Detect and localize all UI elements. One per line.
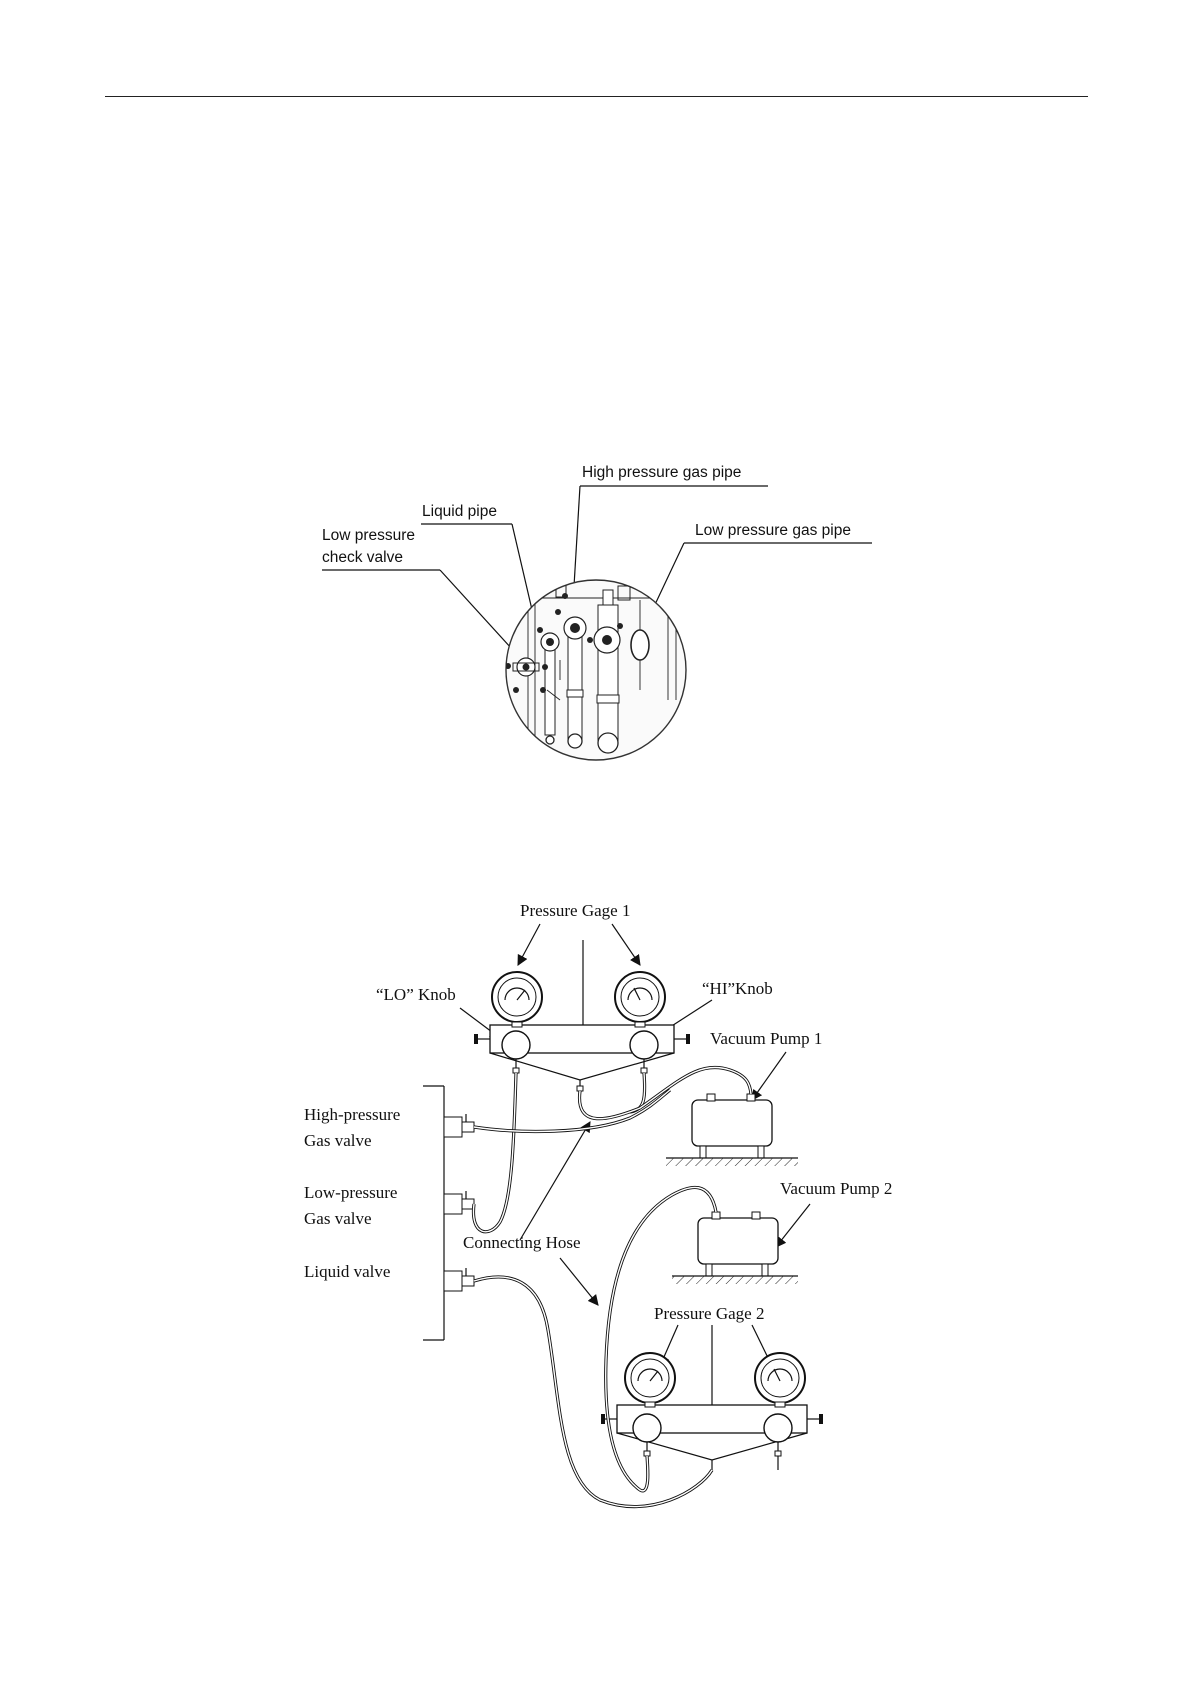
valve-detail-figure: High pressure gas pipe Liquid pipe Low p… xyxy=(322,464,872,770)
hi-knob-label: “HI”Knob xyxy=(702,979,773,998)
low-pressure-check-valve-label-line1: Low pressure xyxy=(322,527,415,544)
high-pressure-gas-valve-label-line1: High-pressure xyxy=(304,1105,400,1124)
pressure-gage-2-label: Pressure Gage 2 xyxy=(654,1304,764,1323)
manifold-gauge-set-2 xyxy=(601,1325,823,1470)
vacuum-pump-2 xyxy=(672,1212,798,1284)
vacuum-pump-1-label: Vacuum Pump 1 xyxy=(710,1029,822,1048)
vacuum-pump-2-label: Vacuum Pump 2 xyxy=(780,1179,892,1198)
low-pressure-gas-valve-label-line2: Gas valve xyxy=(304,1209,372,1228)
high-pressure-gas-valve-label-line2: Gas valve xyxy=(304,1131,372,1150)
vacuum-pump-1 xyxy=(666,1094,798,1166)
service-valves xyxy=(444,1114,474,1291)
manifold-gauge-set-1 xyxy=(474,940,690,1091)
valve-detail-circle xyxy=(495,580,700,770)
low-pressure-check-valve-label-line2: check valve xyxy=(322,549,403,566)
vacuum-connection-figure: Pressure Gage 1 “LO” Knob “HI”Knob Vacuu… xyxy=(304,901,892,1507)
low-pressure-gas-valve-label-line1: Low-pressure xyxy=(304,1183,397,1202)
lo-knob-label: “LO” Knob xyxy=(376,985,456,1004)
low-pressure-gas-pipe-label: Low pressure gas pipe xyxy=(695,522,851,539)
outdoor-unit-panel xyxy=(423,1086,444,1340)
liquid-valve-label: Liquid valve xyxy=(304,1262,390,1281)
high-pressure-gas-pipe-label: High pressure gas pipe xyxy=(582,464,741,481)
pressure-gage-1-label: Pressure Gage 1 xyxy=(520,901,630,920)
liquid-pipe-label: Liquid pipe xyxy=(422,503,497,520)
